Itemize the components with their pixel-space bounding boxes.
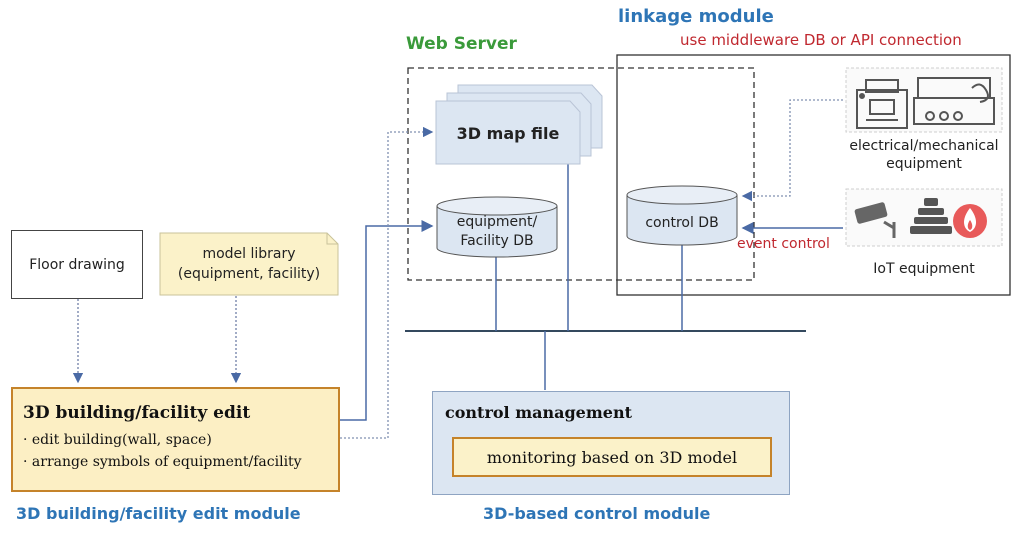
iot-equipment-label: IoT equipment	[873, 261, 975, 277]
event-control-label: event control	[737, 236, 830, 252]
edit-module-title: 3D building/facility edit module	[16, 504, 301, 523]
edit-box-bullet-1: · edit building(wall, space)	[23, 432, 212, 448]
floor-drawing-node: Floor drawing	[11, 230, 143, 299]
monitoring-box: monitoring based on 3D model	[452, 437, 772, 477]
web-server-boundary	[407, 67, 755, 281]
control-management-box: control management monitoring based on 3…	[432, 391, 790, 495]
equipment-db-label-1: equipment/	[456, 214, 538, 230]
equipment-db-node: equipment/ Facility DB	[437, 213, 557, 251]
linkage-module-title: linkage module	[618, 6, 774, 27]
link-edit-to-db	[340, 220, 434, 421]
control-module-title: 3D-based control module	[483, 504, 711, 523]
map-file-node: 3D map file	[456, 123, 560, 143]
control-management-title: control management	[445, 403, 632, 422]
model-library-node: model library (equipment, facility)	[159, 232, 339, 296]
edit-box-bullet-2: · arrange symbols of equipment/facility	[23, 454, 302, 470]
linkage-module-boundary	[616, 54, 1011, 296]
equipment-db-label-2: Facility DB	[460, 233, 534, 249]
siren-icon	[910, 198, 952, 234]
edit-box: 3D building/facility edit · edit buildin…	[11, 387, 340, 492]
model-library-shape	[159, 232, 339, 296]
control-db-node: control DB	[645, 215, 719, 231]
linkage-note: use middleware DB or API connection	[680, 31, 962, 49]
control-db-cylinder	[626, 185, 738, 246]
industrial-machine-icon	[913, 77, 995, 125]
map-file-stack	[435, 84, 603, 165]
electrical-equipment-label: electrical/mechanical equipment	[836, 137, 1012, 173]
model-library-label-1: model library	[202, 246, 296, 262]
fire-alarm-icon	[953, 204, 987, 238]
electrical-label-1: electrical/mechanical	[849, 138, 999, 154]
equipment-db-cylinder	[436, 196, 558, 258]
edit-box-title: 3D building/facility edit	[23, 403, 251, 423]
model-library-label-2: (equipment, facility)	[177, 266, 321, 282]
cctv-camera-icon	[854, 202, 896, 238]
printer-machine-icon	[856, 79, 908, 129]
link-electrical-to-controldb	[741, 99, 843, 202]
link-edit-to-map	[340, 126, 434, 439]
electrical-label-2: equipment	[886, 156, 962, 172]
web-server-title: Web Server	[406, 34, 517, 54]
